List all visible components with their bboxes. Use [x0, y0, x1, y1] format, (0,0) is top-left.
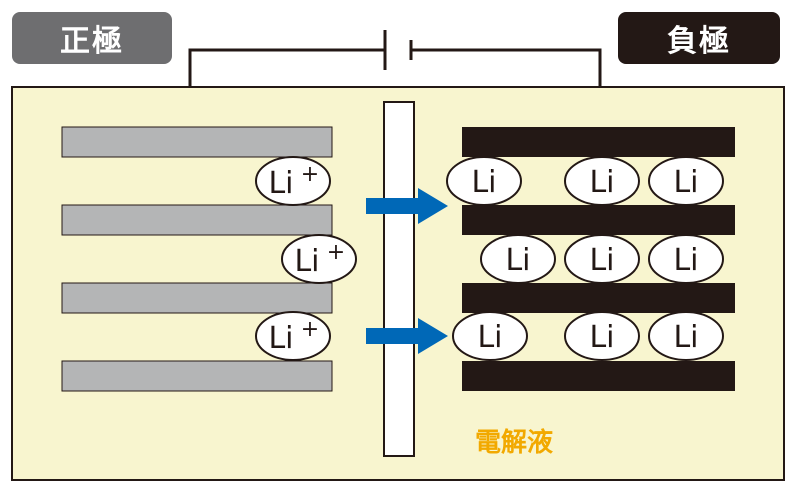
- negative-plate: [462, 361, 735, 391]
- positive-electrode-label: 正極: [12, 12, 172, 64]
- lithium-atom: Li: [564, 156, 640, 206]
- lithium-atom: Li: [564, 234, 640, 284]
- positive-electrode: [61, 126, 333, 392]
- atom-text: Li: [589, 165, 614, 200]
- atom-text: Li: [477, 320, 502, 355]
- positive-plate: [61, 360, 333, 392]
- negative-electrode-label: 負極: [618, 12, 780, 64]
- atom-text: Li: [673, 165, 698, 200]
- lithium-atom: Li: [648, 156, 724, 206]
- lithium-atom: Li: [648, 234, 724, 284]
- right-arrow-icon: [366, 188, 448, 224]
- ion-charge: +: [301, 162, 319, 187]
- ion-text: Li: [268, 166, 293, 201]
- lithium-atom: Li: [648, 311, 724, 361]
- electrolyte-label: 電解液: [475, 428, 554, 458]
- atom-text: Li: [589, 243, 614, 278]
- negative-electrode: [462, 127, 735, 391]
- lithium-atom: Li: [452, 311, 528, 361]
- right-arrow-icon: [366, 318, 448, 354]
- lithium-ion: Li +: [281, 234, 357, 284]
- lithium-ion: Li +: [255, 156, 331, 206]
- atom-text: Li: [471, 165, 496, 200]
- negative-plate: [462, 127, 735, 157]
- positive-plate: [61, 204, 333, 236]
- atom-text: Li: [673, 320, 698, 355]
- lithium-atom: Li: [480, 234, 556, 284]
- lithium-ion: Li +: [255, 311, 331, 361]
- separator: [383, 101, 415, 457]
- negative-plate: [462, 205, 735, 235]
- atom-text: Li: [589, 320, 614, 355]
- lithium-atom: Li: [564, 311, 640, 361]
- atom-text: Li: [673, 243, 698, 278]
- negative-plate: [462, 283, 735, 313]
- atom-text: Li: [505, 243, 530, 278]
- lithium-atom: Li: [446, 156, 522, 206]
- ion-charge: +: [327, 240, 345, 265]
- ion-text: Li: [268, 321, 293, 356]
- positive-plate: [61, 126, 333, 158]
- ion-charge: +: [301, 317, 319, 342]
- positive-plate: [61, 282, 333, 314]
- ion-text: Li: [294, 244, 319, 279]
